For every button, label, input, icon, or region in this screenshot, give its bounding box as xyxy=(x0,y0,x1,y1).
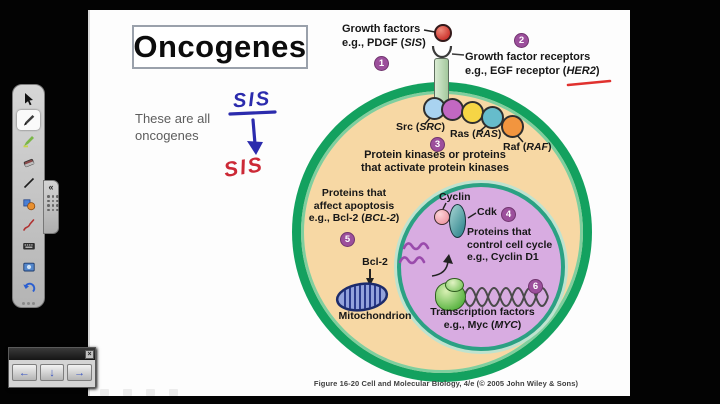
shapes-icon xyxy=(22,199,35,211)
src-label: Src (SRC) xyxy=(396,121,446,133)
ras-label: Ras (RAS) xyxy=(450,128,502,140)
select-cursor-icon xyxy=(24,93,33,106)
keyboard-icon xyxy=(22,243,35,250)
screen-capture-tool[interactable] xyxy=(17,257,40,277)
line-tool[interactable] xyxy=(17,173,40,193)
collapse-chevrons-icon[interactable]: « xyxy=(48,182,54,192)
growth-factors-label: Growth factors e.g., PDGF (SIS) xyxy=(342,23,426,49)
apoptosis-label: Proteins that affect apoptosis e.g., Bcl… xyxy=(308,187,400,224)
toolbar-grip[interactable] xyxy=(22,302,35,305)
navigation-mini-window[interactable]: × ← ↓ → xyxy=(8,347,96,388)
cdk-oval xyxy=(449,204,466,238)
raf-label: Raf (RAF) xyxy=(503,141,552,153)
keyboard-tool[interactable] xyxy=(17,236,40,256)
page-title: Oncogenes xyxy=(133,29,307,64)
select-cursor-tool[interactable] xyxy=(17,89,40,109)
step-badge-6: 6 xyxy=(528,279,543,294)
handwritten-sis-red: SIS xyxy=(222,153,266,182)
pen-tool[interactable] xyxy=(17,110,40,130)
slide-canvas[interactable]: Oncogenes These are all oncogenes SIS SI… xyxy=(88,10,630,396)
eraser-tool[interactable] xyxy=(17,152,40,172)
pen-icon xyxy=(23,115,34,126)
next-page-button[interactable]: → xyxy=(67,364,93,381)
growth-factor-receptors-label: Growth factor receptors e.g., EGF recept… xyxy=(465,51,600,77)
slide-title-box: Oncogenes xyxy=(132,25,308,69)
growth-factor-ball xyxy=(434,24,452,42)
step-badge-1: 1 xyxy=(374,56,389,71)
raf-protein-ball xyxy=(501,115,524,138)
ink-arrow-shaft xyxy=(251,118,257,146)
transcription-factor-blob xyxy=(435,278,466,311)
protein-kinases-label: Protein kinases or proteins that activat… xyxy=(361,149,509,174)
figure-caption: Figure 16-20 Cell and Molecular Biology,… xyxy=(313,379,579,388)
cell-cycle-label: Proteins that control cell cycle e.g., C… xyxy=(467,226,553,263)
mitochondrion-label: Mitochondrion xyxy=(338,310,412,322)
shapes-tool[interactable] xyxy=(17,194,40,214)
mitochondrion-shape xyxy=(335,282,389,312)
highlighter-icon xyxy=(23,136,34,148)
step-badge-2: 2 xyxy=(514,33,529,48)
nav-titlebar[interactable]: × xyxy=(9,348,95,360)
cdk-label: Cdk xyxy=(477,206,497,218)
line-icon xyxy=(23,177,34,189)
cyclin-ball xyxy=(434,209,450,225)
note-text: These are all oncogenes xyxy=(135,111,211,143)
previous-page-button[interactable]: ← xyxy=(12,364,37,381)
transcription-factors-label: Transcription factors e.g., Myc (MYC) xyxy=(430,306,535,331)
step-badge-3: 3 xyxy=(430,137,445,152)
eraser-icon xyxy=(23,158,34,168)
undo-icon xyxy=(22,282,35,293)
toolbar-flap[interactable]: « xyxy=(43,180,59,234)
step-badge-4: 4 xyxy=(501,207,516,222)
floating-toolbar xyxy=(12,84,45,308)
cyclin-label: Cyclin xyxy=(439,191,471,203)
nucleus xyxy=(397,183,565,351)
step-badge-5: 5 xyxy=(340,232,355,247)
screen-capture-icon xyxy=(22,262,35,272)
creative-pen-icon xyxy=(22,219,34,231)
down-page-button[interactable]: ↓ xyxy=(39,364,65,381)
creative-pen-tool[interactable] xyxy=(17,215,40,235)
undo-tool[interactable] xyxy=(17,278,40,298)
her2-underline xyxy=(566,79,612,87)
highlighter-tool[interactable] xyxy=(17,131,40,151)
bcl2-label: Bcl-2 xyxy=(362,256,388,268)
faint-bottom-icons xyxy=(100,389,178,396)
receptor-cup xyxy=(431,45,453,59)
ras-protein-ball xyxy=(481,106,504,129)
close-icon[interactable]: × xyxy=(85,349,94,359)
handwritten-sis-blue: SIS xyxy=(232,87,272,113)
flap-dot-grid xyxy=(44,193,59,213)
